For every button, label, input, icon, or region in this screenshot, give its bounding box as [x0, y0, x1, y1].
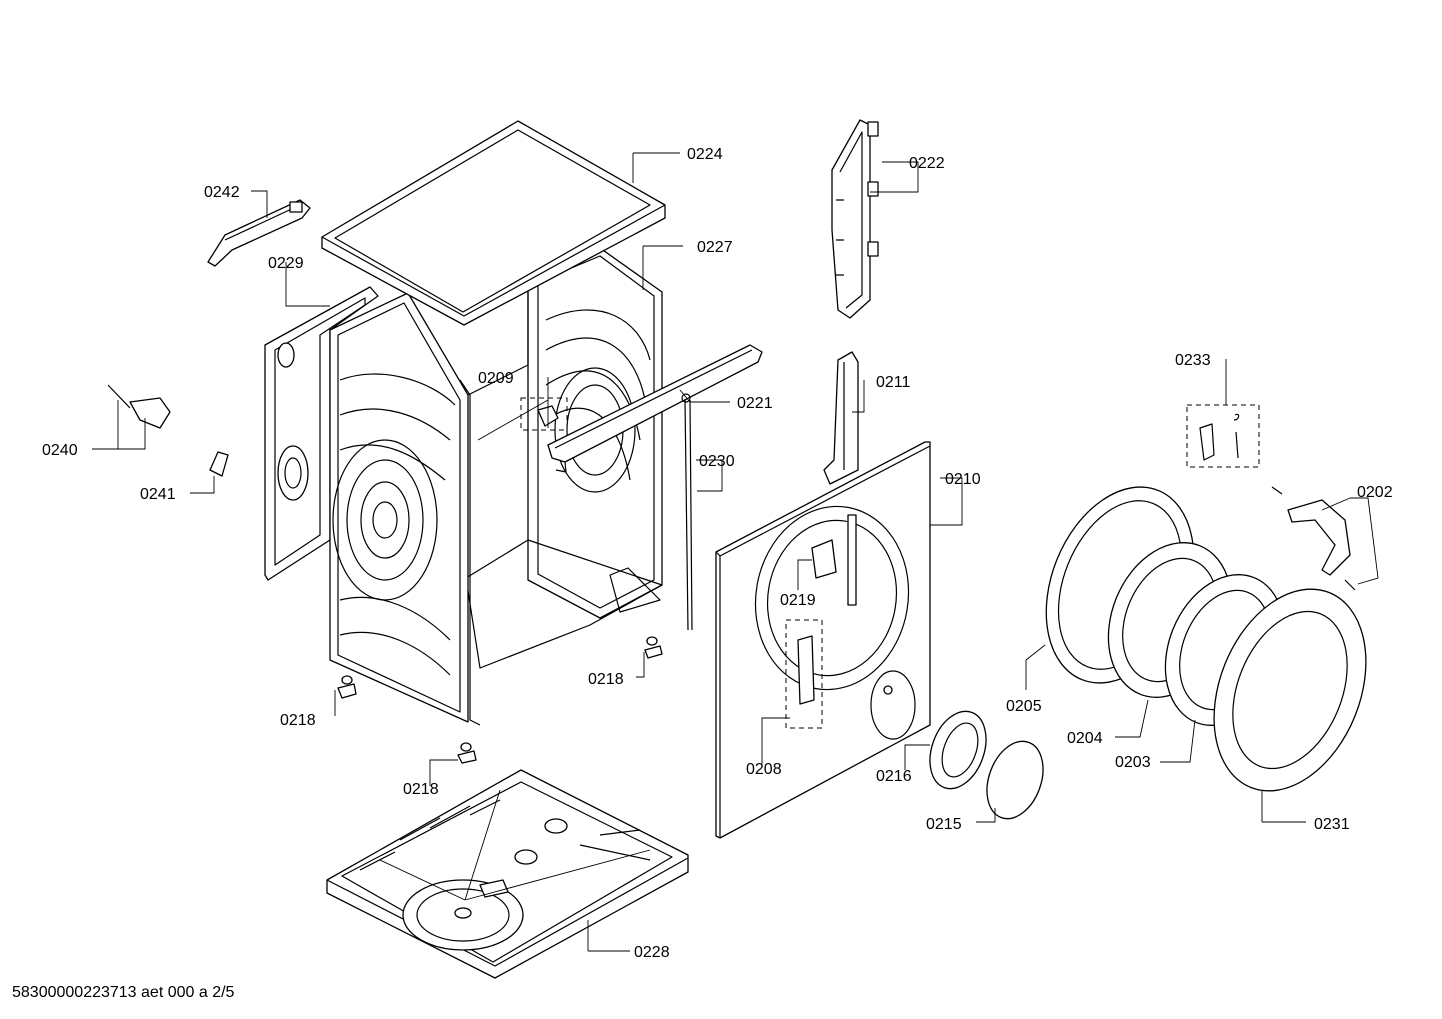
- cross-brace-drawing: [547, 344, 763, 473]
- part-label-0222[interactable]: 0222: [909, 155, 945, 172]
- part-label-0241[interactable]: 0241: [140, 486, 176, 503]
- part-label-0233[interactable]: 0233: [1175, 352, 1211, 369]
- part-label-0227[interactable]: 0227: [697, 239, 733, 256]
- part-label-0230[interactable]: 0230: [699, 453, 735, 470]
- part-label-0218-right[interactable]: 0218: [588, 671, 624, 688]
- part-label-0218-bottom[interactable]: 0218: [403, 781, 439, 798]
- part-label-0202[interactable]: 0202: [1357, 484, 1393, 501]
- rear-bracket-drawing: [831, 119, 879, 319]
- document-reference: 58300000223713 aet 000 a 2/5: [12, 984, 235, 1001]
- part-label-0204[interactable]: 0204: [1067, 730, 1103, 747]
- part-label-0218-left[interactable]: 0218: [280, 712, 316, 729]
- cabinet-drawing: [329, 247, 663, 726]
- small-parts-drawing: [107, 384, 693, 764]
- part-labels: 0224 0242 0229 0227 0222 0209 0221 0211 …: [42, 146, 1393, 961]
- top-lid-drawing: [321, 120, 666, 326]
- leader-lines: [92, 152, 1379, 952]
- top-bracket-drawing: [207, 199, 311, 267]
- front-panel-drawing: [715, 351, 931, 839]
- part-label-0205[interactable]: 0205: [1006, 698, 1042, 715]
- part-label-0203[interactable]: 0203: [1115, 754, 1151, 771]
- part-label-0242[interactable]: 0242: [204, 184, 240, 201]
- part-label-0216[interactable]: 0216: [876, 768, 912, 785]
- pump-cover-drawing: [929, 710, 1044, 820]
- part-label-0231[interactable]: 0231: [1314, 816, 1350, 833]
- part-label-0228[interactable]: 0228: [634, 944, 670, 961]
- door-assembly-drawing: [1045, 404, 1367, 792]
- part-label-0211[interactable]: 0211: [876, 374, 911, 391]
- part-label-0219[interactable]: 0219: [780, 592, 816, 609]
- part-label-0215[interactable]: 0215: [926, 816, 962, 833]
- part-label-0209[interactable]: 0209: [478, 370, 514, 387]
- part-label-0221[interactable]: 0221: [737, 395, 773, 412]
- part-label-0224[interactable]: 0224: [687, 146, 723, 163]
- part-label-0210[interactable]: 0210: [945, 471, 981, 488]
- part-label-0240[interactable]: 0240: [42, 442, 78, 459]
- part-label-0229[interactable]: 0229: [268, 255, 304, 272]
- part-label-0208[interactable]: 0208: [746, 761, 782, 778]
- base-frame-drawing: [326, 769, 689, 979]
